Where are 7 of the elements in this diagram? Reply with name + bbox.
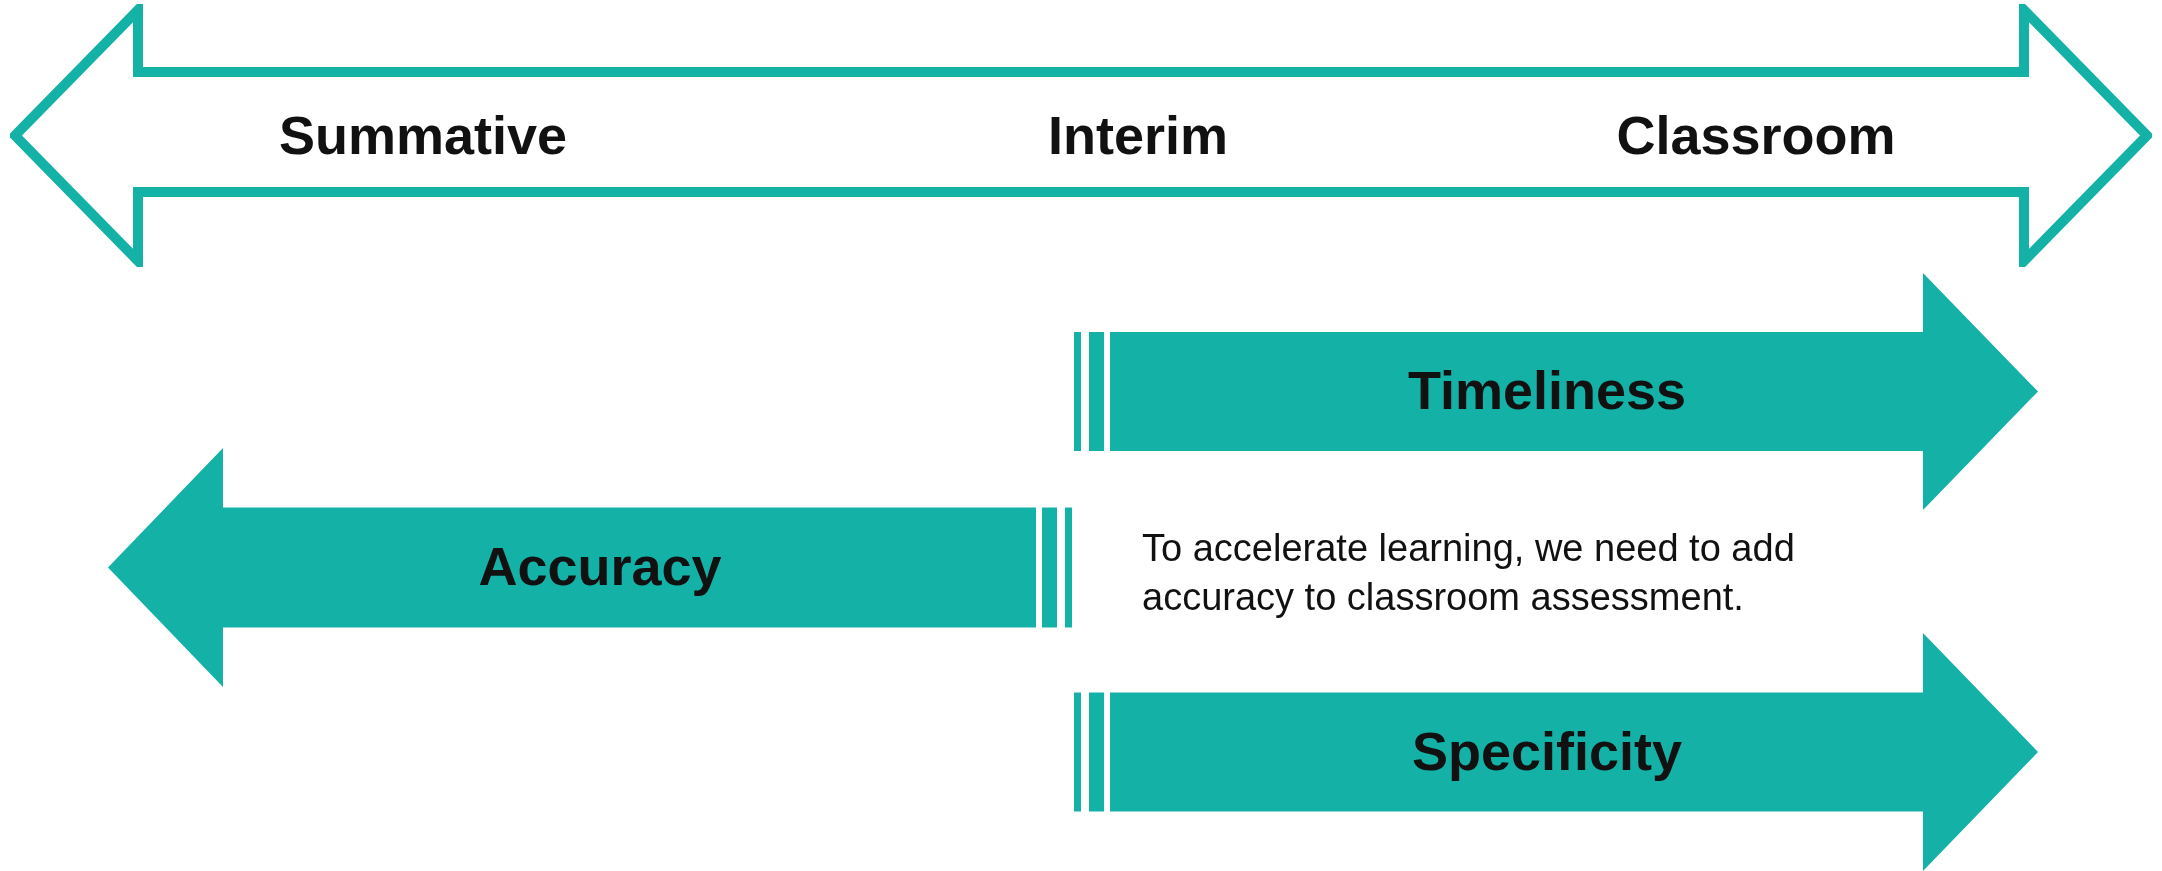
scale-label: Interim <box>1048 106 1228 166</box>
arrow-label: Specificity <box>1411 722 1683 782</box>
note-text: To accelerate learning, we need to add accuracy to classroom assessment. <box>1142 526 1796 621</box>
arrow-label: Accuracy <box>478 537 722 597</box>
arrow-label: Timeliness <box>1407 361 1687 421</box>
scale-label: Summative <box>278 106 568 166</box>
scale-label: Classroom <box>1616 106 1896 166</box>
